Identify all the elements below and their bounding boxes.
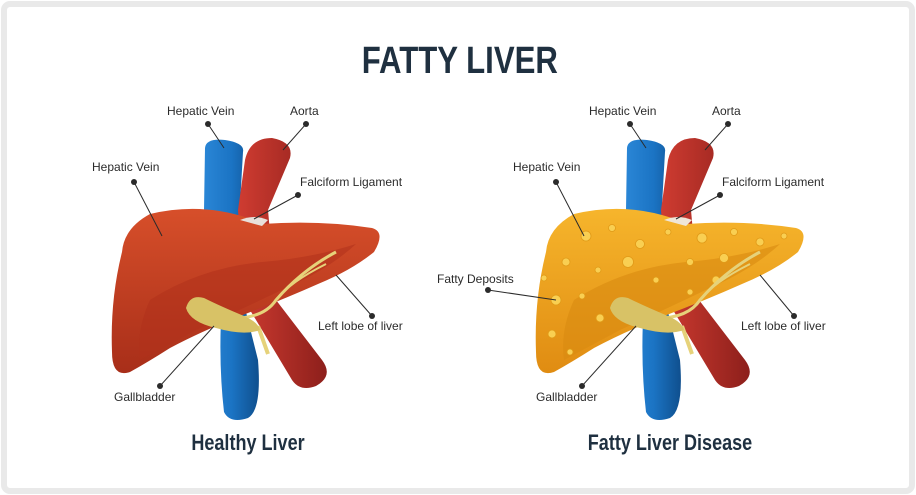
- page-title: FATTY LIVER: [84, 40, 835, 83]
- label-hepatic-vein-side: Hepatic Vein: [92, 160, 159, 174]
- caption-healthy-liver: Healthy Liver: [141, 430, 354, 456]
- label-hepatic-vein-top: Hepatic Vein: [589, 104, 656, 118]
- label-falciform-ligament: Falciform Ligament: [300, 175, 402, 189]
- label-left-lobe: Left lobe of liver: [741, 319, 826, 333]
- label-gallbladder: Gallbladder: [536, 390, 597, 404]
- label-aorta: Aorta: [290, 104, 319, 118]
- label-hepatic-vein-top: Hepatic Vein: [167, 104, 234, 118]
- label-fatty-deposits: Fatty Deposits: [437, 272, 514, 286]
- label-aorta: Aorta: [712, 104, 741, 118]
- caption-fatty-liver-disease: Fatty Liver Disease: [563, 430, 776, 456]
- label-gallbladder: Gallbladder: [114, 390, 175, 404]
- label-falciform-ligament: Falciform Ligament: [722, 175, 824, 189]
- label-left-lobe: Left lobe of liver: [318, 319, 403, 333]
- label-hepatic-vein-side: Hepatic Vein: [513, 160, 580, 174]
